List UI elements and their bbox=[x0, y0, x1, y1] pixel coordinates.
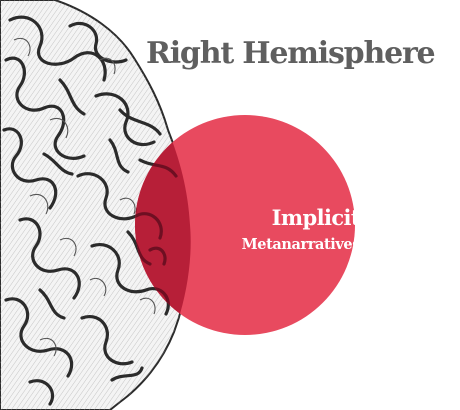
circle-label-metanarratives: Metanarratives bbox=[242, 236, 360, 253]
circle-label-implicit: Implicit bbox=[272, 205, 360, 230]
diagram-title: Right Hemisphere bbox=[146, 36, 434, 71]
